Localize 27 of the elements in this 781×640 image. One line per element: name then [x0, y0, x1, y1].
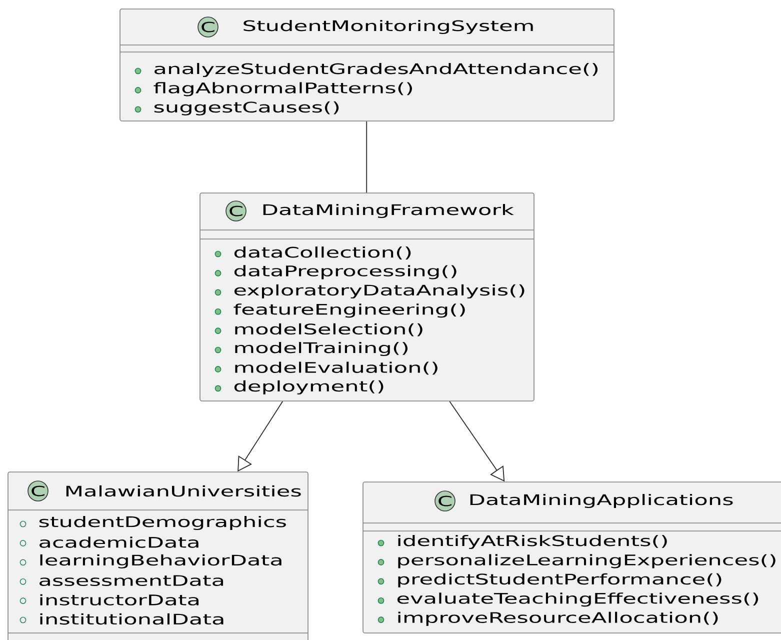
method-item: exploratoryDataAnalysis() [214, 284, 524, 298]
class-name: MalawianUniversities [66, 485, 301, 497]
attribute-item: academicData [20, 536, 198, 548]
class-name: DataMiningFramework [263, 204, 514, 218]
method-item: featureEngineering() [214, 304, 465, 318]
method-item: modelSelection() [214, 323, 422, 336]
method-item: dataPreprocessing() [214, 265, 456, 280]
method-item: predictStudentPerformance() [378, 573, 722, 588]
method-item: flagAbnormalPatterns() [134, 82, 412, 96]
attribute-item: assessmentData [20, 575, 224, 586]
method-item: improveResourceAllocation() [378, 612, 718, 626]
method-item: evaluateTeachingEffectiveness() [378, 592, 758, 607]
method-item: deployment() [214, 380, 384, 394]
method-item: suggestCauses() [134, 101, 339, 116]
attribute-item: studentDemographics [20, 516, 286, 530]
method-item: analyzeStudentGradesAndAttendance() [134, 62, 598, 78]
attribute-item: institutionalData [20, 613, 224, 625]
class-name: StudentMonitoringSystem [244, 20, 533, 34]
method-item: modelEvaluation() [214, 362, 438, 375]
method-item: personalizeLearningExperiences() [378, 554, 776, 568]
attribute-item: instructorData [20, 594, 198, 606]
connector [366, 120, 368, 194]
attribute-item: learningBehaviorData [20, 554, 282, 568]
method-item: modelTraining() [214, 342, 408, 356]
method-item: dataCollection() [214, 246, 411, 260]
class-name: DataMiningApplications [470, 494, 733, 508]
method-item: identifyAtRiskStudents() [378, 534, 667, 550]
